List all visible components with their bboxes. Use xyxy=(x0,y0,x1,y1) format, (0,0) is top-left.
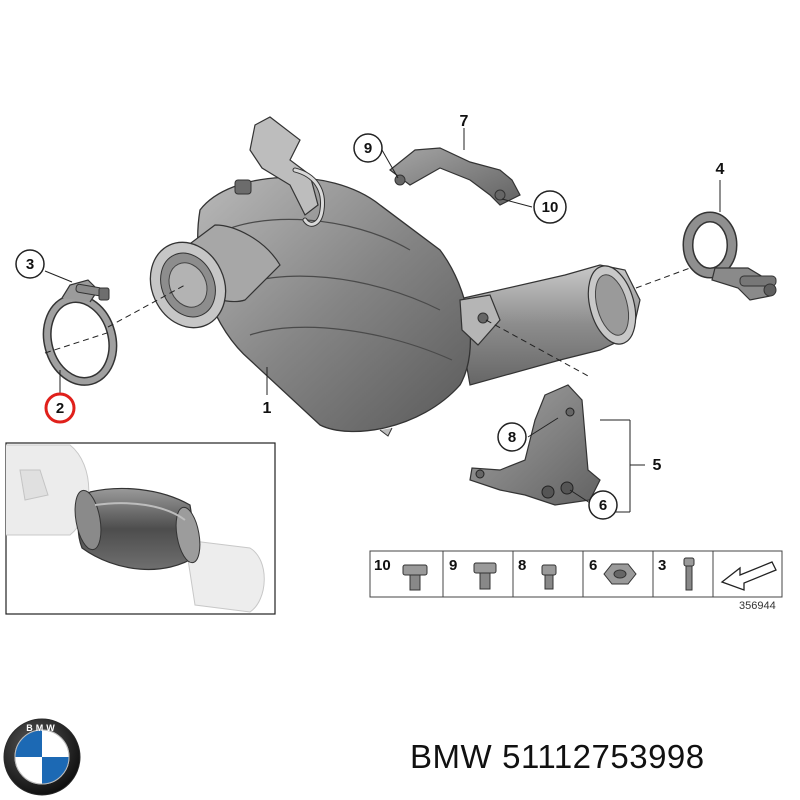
diagram-number: 356944 xyxy=(739,600,776,612)
v-band-clamp xyxy=(42,279,118,386)
svg-text:3: 3 xyxy=(658,557,666,574)
callout-6: 6 xyxy=(588,490,618,520)
dpf-catalytic-converter xyxy=(149,116,641,437)
callout-10: 10 xyxy=(533,190,567,224)
upper-bracket xyxy=(389,147,521,206)
lower-bracket xyxy=(469,384,601,506)
label-4: 4 xyxy=(716,161,725,178)
svg-text:10: 10 xyxy=(374,557,391,574)
svg-text:8: 8 xyxy=(508,429,516,446)
callout-9: 9 xyxy=(353,133,383,163)
bmw-logo: BMW xyxy=(3,718,81,796)
caption-brand: BMW xyxy=(410,738,493,775)
svg-text:9: 9 xyxy=(449,557,457,574)
callout-3: 3 xyxy=(15,249,45,279)
label-5: 5 xyxy=(653,457,662,474)
hardware-item-6: 6 xyxy=(589,557,637,585)
orientation-arrow-icon xyxy=(720,561,777,591)
callout-8: 8 xyxy=(497,422,527,452)
svg-text:6: 6 xyxy=(589,557,597,574)
label-7: 7 xyxy=(460,113,469,130)
svg-text:10: 10 xyxy=(542,199,559,216)
svg-text:6: 6 xyxy=(599,497,607,514)
clamp-bolt xyxy=(75,283,110,301)
hardware-item-3: 3 xyxy=(658,557,695,591)
svg-text:8: 8 xyxy=(518,557,526,574)
label-1: 1 xyxy=(263,400,272,417)
hardware-item-8: 8 xyxy=(518,557,557,590)
hardware-strip: 10 9 8 6 3 356944 xyxy=(369,550,783,612)
pipe-clamp xyxy=(682,211,777,301)
hardware-item-10: 10 xyxy=(374,557,428,591)
svg-text:2: 2 xyxy=(56,400,64,417)
hardware-item-9: 9 xyxy=(449,557,497,590)
callout-2-highlighted: 2 xyxy=(44,392,76,424)
svg-text:3: 3 xyxy=(26,256,34,273)
sensor-bracket xyxy=(249,116,319,216)
bmw-logo-text: BMW xyxy=(26,723,58,733)
flex-pipe-inset xyxy=(5,442,276,615)
caption-part-number: 51112753998 xyxy=(502,738,705,775)
svg-text:9: 9 xyxy=(364,140,372,157)
